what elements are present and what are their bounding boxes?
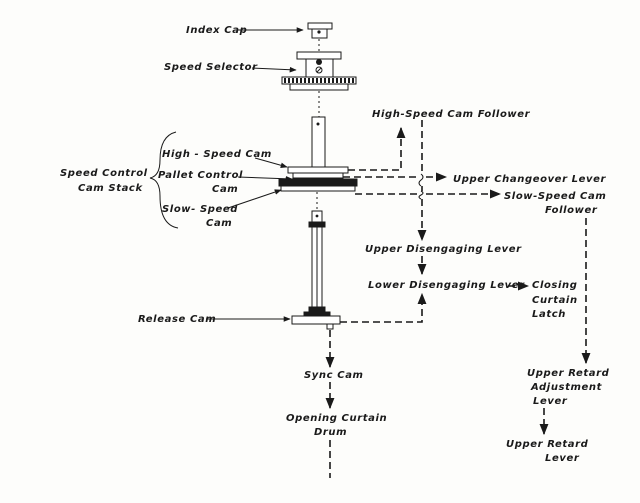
label-closing-3: Latch <box>532 309 566 320</box>
gear-tooth <box>312 78 314 83</box>
gear-tooth <box>328 78 330 83</box>
high-speed-cam-disc <box>287 166 349 174</box>
gear-tooth <box>296 78 298 83</box>
label-high-speed-cam: High - Speed Cam <box>162 149 272 160</box>
upper-shaft <box>311 116 326 168</box>
label-pallet-control-1: Pallet Control <box>158 170 243 181</box>
label-retard-adjust-2: Adjustment <box>530 382 603 393</box>
dark-cam-disc <box>278 178 358 187</box>
label-closing-2: Curtain <box>532 295 578 306</box>
label-upper-changeover-lever: Upper Changeover Lever <box>453 174 607 185</box>
label-slow-speed-1: Slow- Speed <box>162 204 238 215</box>
label-index-cap: Index Cap <box>186 25 247 36</box>
pallet-control-arrow <box>237 175 293 182</box>
label-upper-retard-2: Lever <box>545 453 580 464</box>
label-pallet-control-2: Cam <box>212 184 238 195</box>
gear-tooth <box>288 78 290 83</box>
pallet-control-cam-disc <box>292 172 344 179</box>
gear-tooth <box>340 78 342 83</box>
label-speed-control-1: Speed Control <box>60 168 148 179</box>
crossover-1 <box>418 173 424 187</box>
slow-speed-cam-arrow <box>227 189 282 209</box>
gear-tooth <box>308 78 310 83</box>
gear-tooth <box>332 78 334 83</box>
label-closing-1: Closing <box>532 280 578 291</box>
gear-tooth <box>316 78 318 83</box>
label-opening-curtain-1: Opening Curtain <box>286 413 387 424</box>
release-cam-disc <box>291 315 341 325</box>
label-opening-curtain-2: Drum <box>314 427 347 438</box>
index-cap-part <box>307 22 333 39</box>
flow-high-speed-follower <box>348 126 406 171</box>
label-lower-disengaging-lever: Lower Disengaging Lever <box>368 280 525 291</box>
label-speed-selector: Speed Selector <box>164 62 258 73</box>
speed-selector-part <box>281 51 357 91</box>
gear-tooth <box>324 78 326 83</box>
label-slow-speed-follower-2: Follower <box>545 205 598 216</box>
label-slow-speed-2: Cam <box>206 218 232 229</box>
cam-stack-brace <box>149 131 179 229</box>
crossover-2 <box>418 190 424 200</box>
label-high-speed-cam-follower: High-Speed Cam Follower <box>372 109 531 120</box>
label-sync-cam: Sync Cam <box>304 370 364 381</box>
gear-tooth <box>348 78 350 83</box>
slow-speed-cam-disc <box>280 185 356 192</box>
label-retard-adjust-1: Upper Retard <box>527 368 610 379</box>
flow-lines <box>325 120 591 478</box>
gear-tooth <box>336 78 338 83</box>
flow-release-to-lower <box>340 292 427 323</box>
label-upper-disengaging-lever: Upper Disengaging Lever <box>365 244 522 255</box>
label-slow-speed-follower-1: Slow-Speed Cam <box>504 191 606 202</box>
gear-tooth <box>304 78 306 83</box>
label-release-cam: Release Cam <box>138 314 216 325</box>
label-retard-adjust-3: Lever <box>533 396 568 407</box>
lower-shaft <box>291 210 341 330</box>
gear-tooth <box>344 78 346 83</box>
label-speed-control-2: Cam Stack <box>78 183 143 194</box>
gear-tooth <box>352 78 354 83</box>
high-speed-cam-arrow <box>254 157 288 168</box>
speed-selector-arrow <box>251 66 297 73</box>
label-upper-retard-1: Upper Retard <box>506 439 589 450</box>
gear-tooth <box>292 78 294 83</box>
gear-tooth <box>300 78 302 83</box>
gear-tooth <box>284 78 286 83</box>
gear-tooth <box>320 78 322 83</box>
